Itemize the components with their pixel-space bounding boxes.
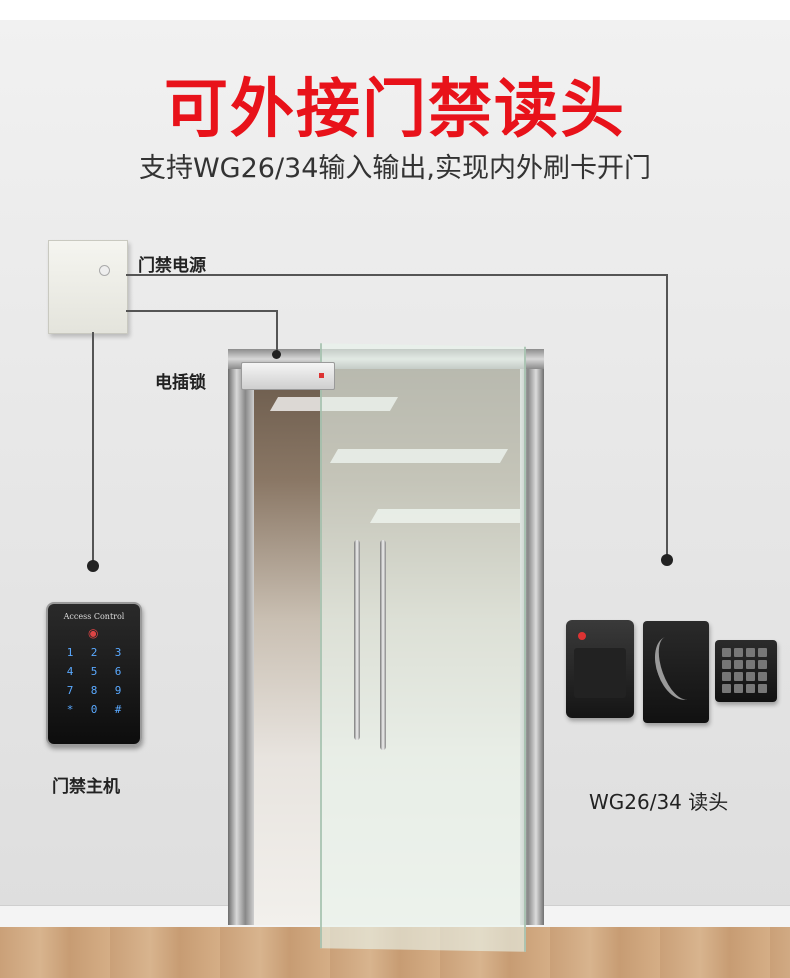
electric-bolt-lock-icon: [241, 362, 335, 390]
keypad-key: 3: [114, 646, 122, 659]
card-reader-icon: [566, 620, 634, 718]
reader-arc-emblem: [646, 630, 707, 706]
power-supply-box-icon: [48, 240, 128, 334]
label-electric-lock: 电插锁: [155, 373, 206, 393]
keypad-brand-text: Access Control: [63, 612, 125, 621]
page-title: 可外接门禁读头: [164, 73, 626, 147]
door-handle-bar: [354, 540, 360, 740]
keypad-key: 5: [90, 665, 98, 678]
connector-dot-icon: [87, 560, 99, 572]
keypad-key: *: [66, 703, 74, 716]
keypad-controller-icon: Access Control ◉ 1 2 3 4 5 6 7 8 9 * 0 #: [46, 602, 142, 746]
psu-indicator: [99, 265, 110, 276]
glass-door-panel: [320, 343, 526, 952]
card-reader-icon: [643, 621, 709, 723]
door-frame-left: [228, 369, 254, 925]
door-handle-bar: [380, 540, 386, 750]
connector-dot-icon: [661, 554, 673, 566]
reader-face: [574, 648, 626, 698]
keypad-key: 1: [66, 646, 74, 659]
keypad-key: 6: [114, 665, 122, 678]
label-controller: 门禁主机: [52, 777, 120, 797]
keypad-key: 4: [66, 665, 74, 678]
wire-psu-to-reader: [666, 274, 668, 560]
rfid-card-icon: ◉: [88, 626, 99, 640]
top-strip: [0, 0, 790, 20]
lock-led: [319, 373, 324, 378]
wire-psu-to-lock: [126, 310, 278, 312]
wire-psu-to-reader: [126, 274, 668, 276]
page-subtitle: 支持WG26/34输入输出,实现内外刷卡开门: [138, 153, 651, 184]
keypad-key: 8: [90, 684, 98, 697]
keypad-key: 9: [114, 684, 122, 697]
wire-psu-to-controller: [92, 332, 94, 566]
keypad-key: 7: [66, 684, 74, 697]
connector-dot-icon: [272, 350, 281, 359]
wire-psu-to-lock: [276, 310, 278, 354]
reader-led: [578, 632, 586, 640]
label-power-supply: 门禁电源: [138, 256, 206, 276]
keypad-reader-icon: [715, 640, 777, 702]
label-reader: WG26/34 读头: [589, 790, 729, 814]
keypad-key: #: [114, 703, 122, 716]
keypad-key: 2: [90, 646, 98, 659]
keypad-key: 0: [90, 703, 98, 716]
